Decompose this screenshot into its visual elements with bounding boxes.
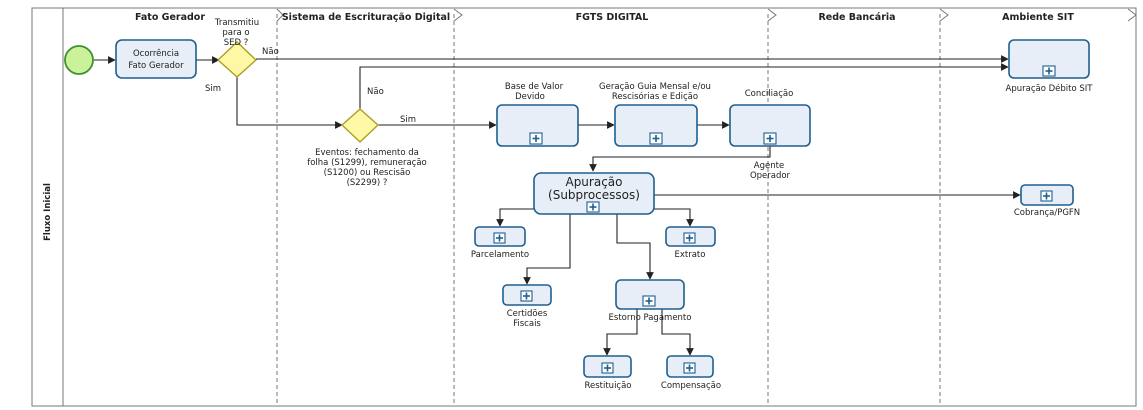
gateway-transmitiu-yes-label: Sim — [205, 84, 221, 94]
agente-operador-line2: Operador — [750, 171, 791, 181]
lane-chevron-1 — [276, 8, 284, 22]
gateway-eventos-line1: Eventos: fechamento da — [315, 148, 419, 158]
lane-title-rede-bancaria: Rede Bancária — [818, 12, 895, 23]
task-apuracao-subprocessos[interactable]: Apuração (Subprocessos) — [533, 172, 655, 215]
flow-estorno-to-restituicao — [603, 309, 638, 356]
task-apuracao-line1: Apuração — [565, 175, 622, 189]
task-compensacao[interactable] — [666, 355, 714, 378]
task-estorno-pagamento[interactable] — [615, 279, 685, 310]
task-geracao-guia[interactable] — [614, 104, 698, 147]
start-event[interactable] — [64, 45, 94, 75]
task-ocorrencia-fato-gerador[interactable]: Ocorrência Fato Gerador — [115, 39, 197, 79]
gateway-eventos-no-label: Não — [367, 87, 384, 97]
task-certidoes-line1: Certidões — [507, 309, 548, 319]
task-conciliacao[interactable] — [729, 104, 811, 147]
task-base-valor-line1: Base de Valor — [505, 82, 564, 92]
task-apuracao-debito-sit[interactable] — [1008, 39, 1090, 79]
task-cobranca-label: Cobrança/PGFN — [1014, 208, 1080, 218]
task-compensacao-label: Compensação — [661, 381, 721, 391]
lane-title-ambiente-sit: Ambiente SIT — [1002, 12, 1074, 23]
gateway-eventos-yes-label: Sim — [400, 115, 416, 125]
task-restituicao-label: Restituição — [584, 381, 631, 391]
task-certidoes-fiscais[interactable] — [502, 284, 552, 306]
flow-estorno-to-compensacao — [661, 309, 694, 356]
lane-chevron-4 — [939, 8, 949, 22]
gateway-eventos[interactable] — [341, 108, 379, 143]
gateway-eventos-line3: (S1200) ou Rescisão — [324, 168, 411, 178]
task-apuracao-debito-label: Apuração Débito SIT — [1006, 83, 1094, 94]
task-ocorrencia-line2: Fato Gerador — [128, 61, 184, 71]
task-extrato-label: Extrato — [675, 250, 706, 260]
gateway-eventos-line4: (S2299) ? — [347, 178, 388, 188]
task-parcelamento-label: Parcelamento — [471, 250, 529, 260]
task-parcelamento[interactable] — [474, 226, 526, 247]
task-base-valor-line2: Devido — [515, 92, 545, 102]
gateway-eventos-line2: folha (S1299), remuneração — [307, 158, 427, 168]
flow-eventos-nao — [359, 63, 1009, 109]
gateway-transmitiu-no-label: Não — [262, 47, 279, 57]
task-apuracao-line2: (Subprocessos) — [548, 188, 640, 202]
task-geracao-guia-line1: Geração Guia Mensal e/ou — [599, 82, 711, 92]
task-estorno-label: Estorno Pagamento — [609, 313, 692, 323]
lane-chevron-2 — [453, 8, 463, 22]
lane-title-sed: Sistema de Escrituração Digital — [282, 12, 450, 23]
flow-apuracao-to-parcelamento — [496, 208, 540, 227]
task-conciliacao-label: Conciliação — [745, 89, 794, 99]
flow-transmitiu-sim — [236, 76, 343, 129]
task-cobranca-pgfn[interactable] — [1020, 184, 1074, 206]
task-base-valor-devido[interactable] — [496, 104, 579, 147]
flow-apuracao-to-extrato — [654, 208, 694, 227]
gateway-transmitiu-line3: SED ? — [224, 38, 249, 48]
lane-chevron-5 — [1127, 8, 1137, 22]
task-ocorrencia-line1: Ocorrência — [133, 48, 179, 59]
pool-title: Fluxo Inicial — [43, 183, 53, 241]
gateway-transmitiu-sed[interactable] — [217, 41, 257, 78]
lane-chevron-3 — [767, 8, 777, 22]
task-extrato[interactable] — [665, 226, 716, 247]
task-geracao-guia-line2: Rescisórias e Edição — [612, 91, 698, 102]
task-certidoes-line2: Fiscais — [513, 319, 541, 329]
flow-apuracao-to-estorno — [616, 214, 654, 280]
gateway-transmitiu-line2: para o — [222, 28, 249, 38]
lane-title-fato-gerador: Fato Gerador — [135, 12, 205, 23]
flow-conciliacao-to-apuracao — [589, 146, 771, 172]
flow-apuracao-to-certidoes — [523, 214, 571, 285]
agente-operador-line1: Agente — [754, 161, 784, 171]
gateway-transmitiu-line1: Transmitiu — [214, 18, 259, 28]
task-restituicao[interactable] — [583, 355, 632, 378]
lane-title-fgts-digital: FGTS DIGITAL — [576, 12, 649, 23]
